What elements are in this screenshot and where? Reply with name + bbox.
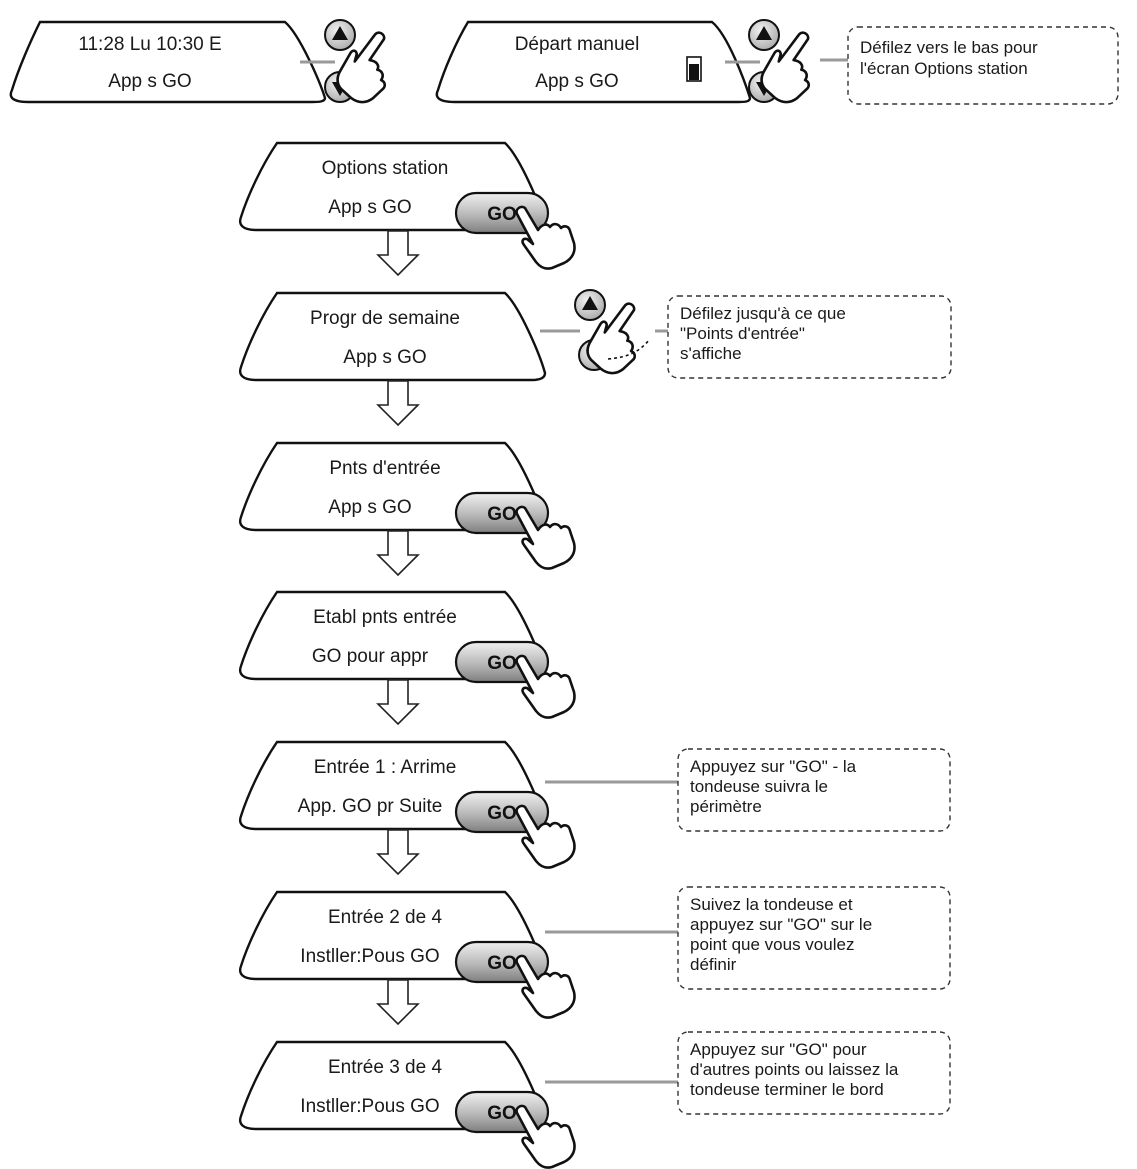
scroll-control-top-1 [324,19,408,111]
screen-line-1: Départ manuel [515,34,640,55]
note-top: Défilez vers le bas pour l'écran Options… [847,26,1119,105]
hollow-down-arrow-icon [377,530,419,576]
note-line: appuyez sur "GO" sur le [690,915,872,934]
screen-line-1: 11:28 Lu 10:30 E [78,34,221,55]
go-label: GO [487,1103,517,1124]
screen-line-2: Instller:Pous GO [300,946,439,967]
go-label: GO [487,803,517,824]
scroll-control-top-2 [748,19,832,111]
screen-7: Entrée 3 de 4 Instller:Pous GO GO [239,1040,576,1169]
up-arrow-button-icon[interactable] [748,19,780,51]
screen-line-1: Etabl pnts entrée [313,607,457,628]
screen-line-1: Entrée 1 : Arrime [314,757,457,778]
top-screen-clock: 11:28 Lu 10:30 E App s GO [9,20,327,104]
screen-line-2: App s GO [535,71,618,92]
screen-line-1: Pnts d'entrée [329,458,440,479]
note-line: l'écran Options station [860,59,1028,78]
hollow-down-arrow-icon [377,979,419,1025]
hollow-down-arrow-icon [377,380,419,426]
up-arrow-button-icon[interactable] [574,289,606,321]
screen-line-2: GO pour appr [312,646,429,667]
hollow-down-arrow-icon [377,230,419,276]
screen-line-1: Progr de semaine [310,308,460,329]
note-line: Défilez vers le bas pour [860,38,1038,57]
go-label: GO [487,504,517,525]
note-line: "Points d'entrée" [680,324,805,343]
note-line: tondeuse suivra le [690,777,828,796]
note-line: d'autres points ou laissez la [690,1060,899,1079]
screen-line-2: App s GO [328,497,411,518]
note-line: Appuyez sur "GO" pour [690,1040,867,1059]
screen-bezel [239,291,547,382]
note-line: point que vous voulez [690,935,854,954]
screen-line-2: Instller:Pous GO [300,1096,439,1117]
go-label: GO [487,953,517,974]
top-screen-manual-start: Départ manuel App s GO [435,20,752,104]
screen-line-2: App s GO [328,197,411,218]
note-line: s'affiche [680,344,742,363]
go-label: GO [487,204,517,225]
screen-line-1: Entrée 2 de 4 [328,907,443,928]
scroll-control-semaine [540,289,672,382]
note-line: tondeuse terminer le bord [690,1080,884,1099]
notes-column: Défilez jusqu'à ce que"Points d'entrée"s… [545,295,952,1115]
screen-line-2: App s GO [108,71,191,92]
screen-4: Etabl pnts entrée GO pour appr GO [239,590,576,719]
note-line: Suivez la tondeuse et [690,895,853,914]
screen-line-1: Options station [322,158,449,179]
screen-line-2: App s GO [343,347,426,368]
screen-line-2: App. GO pr Suite [298,796,443,817]
screen-line-1: Entrée 3 de 4 [328,1057,443,1078]
charging-station-icon [686,56,702,82]
note-line: Appuyez sur "GO" - la [690,757,857,776]
note-1: Défilez jusqu'à ce que"Points d'entrée"s… [667,295,952,379]
hollow-down-arrow-icon [377,679,419,725]
hollow-down-arrow-icon [377,829,419,875]
note-line: définir [690,955,737,974]
screen-6: Entrée 2 de 4 Instller:Pous GO GO [239,890,576,1019]
up-arrow-button-icon[interactable] [324,19,356,51]
go-label: GO [487,653,517,674]
note-line: Défilez jusqu'à ce que [680,304,846,323]
note-line: périmètre [690,797,762,816]
